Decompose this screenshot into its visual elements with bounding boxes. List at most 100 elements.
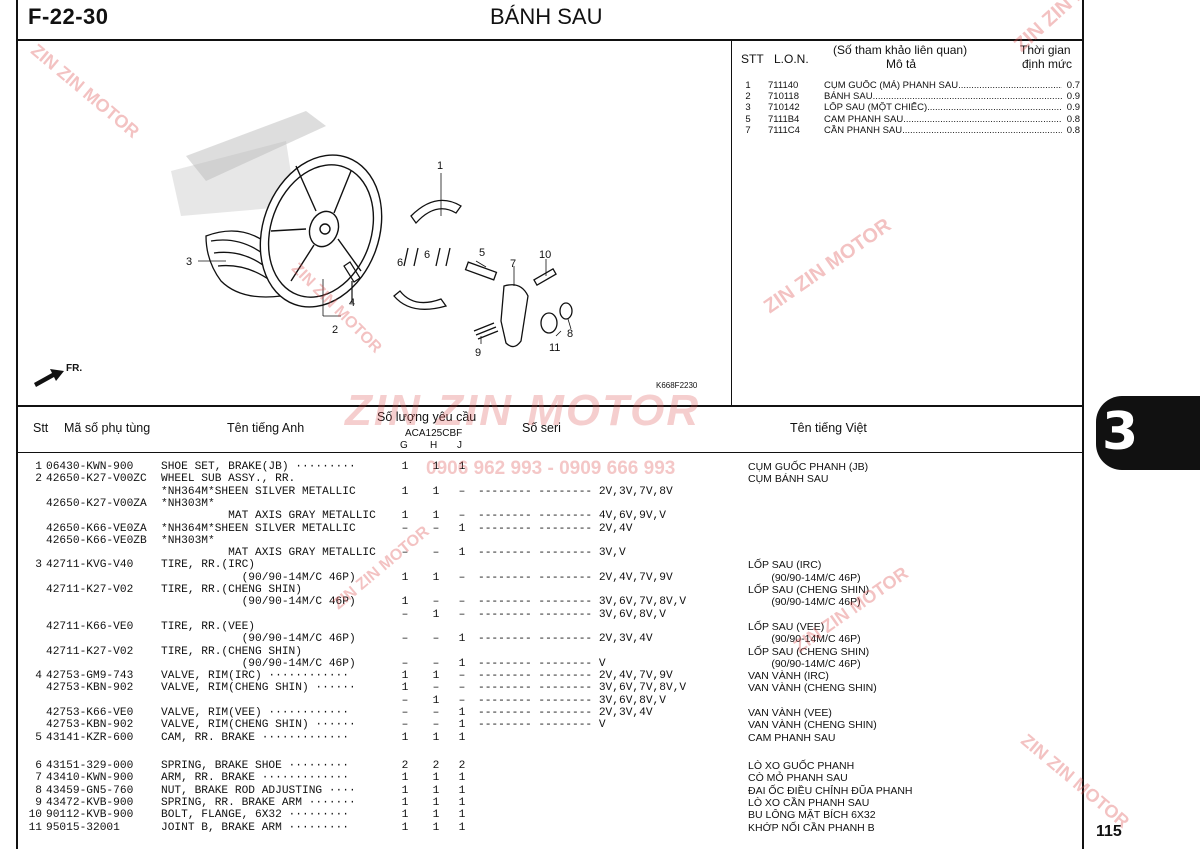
- cell-g: 1: [401, 731, 409, 744]
- cell-j: –: [458, 682, 466, 695]
- cell-j: –: [458, 596, 466, 609]
- ref-cell-time: 0.7: [1066, 80, 1080, 91]
- cell-vi: LÒ XO CẦN PHANH SAU: [748, 796, 870, 809]
- cell-h: –: [432, 596, 440, 609]
- cell-pn: 43141-KZR-600: [46, 731, 134, 744]
- cell-j: 1: [458, 633, 466, 646]
- ref-cell-lon: 711140: [768, 80, 799, 91]
- cell-j: –: [458, 571, 466, 584]
- cell-sr: -------- -------- 3V,V: [478, 547, 626, 560]
- cell-pn: 43151-329-000: [46, 760, 134, 772]
- chapter-tab: 3: [1096, 396, 1200, 470]
- cell-sr: -------- -------- V: [478, 719, 606, 732]
- cell-pn: 43459-GN5-760: [46, 784, 134, 797]
- cell-g: 1: [401, 796, 409, 809]
- cell-h: –: [432, 522, 440, 535]
- cell-vi: LỐP SAU (VEE): [748, 620, 825, 633]
- cell-vi: BU LÔNG MẶT BÍCH 6X32: [748, 809, 876, 822]
- cell-j: –: [458, 485, 466, 498]
- cell-sr: -------- -------- 3V,6V,8V,V: [478, 694, 666, 707]
- parts-header-divider: [16, 452, 1084, 453]
- cell-h: –: [432, 633, 440, 646]
- cell-sr: -------- -------- 2V,4V,7V,9V: [478, 670, 673, 683]
- cell-j: 1: [458, 784, 466, 797]
- cell-vi: KHỚP NỐI CẦN PHANH B: [748, 821, 875, 834]
- cell-g: –: [401, 657, 409, 670]
- callout-4: 4: [349, 297, 355, 309]
- cell-vi: CỤM BÁNH SAU: [748, 473, 829, 486]
- cell-en: (90/90-14M/C 46P): [161, 596, 356, 609]
- cell-en: MAT AXIS GRAY METALLIC: [161, 510, 376, 523]
- ref-cell-time: 0.9: [1066, 102, 1080, 114]
- cell-sr: -------- -------- 2V,4V: [478, 522, 633, 535]
- cell-en: SPRING, RR. BRAKE ARM ·······: [161, 796, 356, 809]
- cell-j: 1: [458, 821, 466, 834]
- table-row: –1–-------- -------- 3V,6V,8V,V: [28, 609, 1078, 621]
- cell-pn: 42650-K66-VE0ZB: [46, 534, 147, 547]
- cell-g: 1: [401, 510, 409, 523]
- cell-j: –: [458, 694, 466, 707]
- cell-no: 10: [28, 809, 42, 822]
- ref-cell-lon: 7111C4: [768, 124, 800, 136]
- col-head-model: ACA125CBF: [405, 428, 463, 439]
- callout-9: 9: [475, 347, 481, 359]
- chapter-number: 3: [1102, 402, 1139, 462]
- page-frame: [16, 0, 1084, 849]
- cell-vi: ĐAI ỐC ĐIỀU CHỈNH ĐŨA PHANH: [748, 784, 913, 797]
- cell-g: 2: [401, 760, 409, 772]
- ref-cell-desc: LỐP SAU (MỘT CHIẾC): [824, 102, 1062, 113]
- callout-3: 3: [186, 256, 192, 268]
- ref-cell-lon: 710142: [768, 102, 800, 114]
- diagram-ref: K668F2230: [656, 381, 698, 390]
- cell-vi: LỐP SAU (CHENG SHIN): [748, 584, 870, 596]
- cell-g: 1: [401, 772, 409, 785]
- cell-g: 1: [401, 485, 409, 498]
- ref-cell-stt: 5: [745, 113, 751, 125]
- cell-h: –: [432, 657, 440, 670]
- cell-en: SHOE SET, BRAKE(JB) ·········: [161, 461, 356, 473]
- ref-cell-desc: CAM PHANH SAU: [824, 114, 1062, 125]
- cell-j: 1: [458, 719, 466, 732]
- col-head-vi: Tên tiếng Việt: [790, 421, 867, 435]
- cell-en: WHEEL SUB ASSY., RR.: [161, 473, 296, 486]
- cell-pn: 42711-KVG-V40: [46, 559, 134, 572]
- cell-g: –: [401, 608, 409, 621]
- col-head-pn: Mã số phụ tùng: [64, 421, 151, 435]
- cell-h: 1: [432, 571, 440, 584]
- ref-cell-lon: 710118: [768, 91, 799, 103]
- cell-sr: -------- -------- 3V,6V,8V,V: [478, 608, 666, 621]
- cell-pn: 43410-KWN-900: [46, 772, 134, 785]
- cell-en: JOINT B, BRAKE ARM ·········: [161, 821, 349, 834]
- cell-en: *NH303M*: [161, 534, 215, 547]
- cell-en: NUT, BRAKE ROD ADJUSTING ····: [161, 784, 356, 797]
- parts-divider: [16, 405, 1084, 407]
- cell-h: –: [432, 719, 440, 732]
- cell-vi: VAN VÀNH (CHENG SHIN): [748, 682, 877, 695]
- table-row: (90/90-14M/C 46P)1––-------- -------- 3V…: [28, 596, 1078, 608]
- wheel-diagram-svg: 1 2 3 4 5 6 6 7 8 9 10 11 FR. K668F2230: [34, 111, 698, 390]
- leader-lines: [198, 173, 572, 344]
- table-row: (90/90-14M/C 46P)––1-------- -------- V …: [28, 658, 1078, 670]
- cell-en: SPRING, BRAKE SHOE ·········: [161, 760, 349, 772]
- cell-en: CAM, RR. BRAKE ·············: [161, 731, 349, 744]
- cell-g: 1: [401, 461, 409, 473]
- cell-h: 1: [432, 608, 440, 621]
- cell-en: TIRE, RR.(VEE): [161, 620, 255, 633]
- cell-j: –: [458, 670, 466, 683]
- cell-sr: -------- -------- V: [478, 657, 606, 670]
- page-title: BÁNH SAU: [490, 4, 603, 29]
